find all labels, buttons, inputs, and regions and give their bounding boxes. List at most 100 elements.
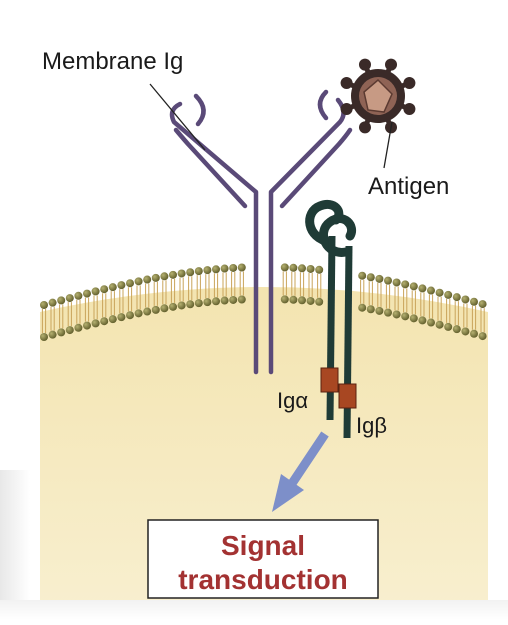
ig-beta-label: Igβ bbox=[356, 413, 387, 438]
lipid-head-inner bbox=[195, 299, 203, 307]
lipid-head-inner bbox=[418, 316, 426, 324]
lipid-head-inner bbox=[410, 314, 418, 322]
lipid-head-outer bbox=[57, 296, 65, 304]
lipid-head-inner bbox=[307, 297, 315, 305]
lipid-head-outer bbox=[410, 282, 418, 290]
lipid-head-inner bbox=[436, 321, 444, 329]
lipid-head-outer bbox=[358, 272, 366, 280]
lipid-head-inner bbox=[470, 330, 478, 338]
signal-label-line2: transduction bbox=[178, 564, 348, 595]
lipid-head-outer bbox=[178, 269, 186, 277]
ig-arm-cap-left bbox=[196, 96, 204, 124]
lipid-head-outer bbox=[117, 281, 125, 289]
lipid-head-outer bbox=[212, 265, 220, 273]
lipid-head-outer bbox=[401, 280, 409, 288]
lipid-head-outer bbox=[195, 267, 203, 275]
lipid-head-outer bbox=[203, 266, 211, 274]
lipid-head-outer bbox=[453, 293, 461, 301]
lipid-head-inner bbox=[83, 322, 91, 330]
lipid-head-outer bbox=[418, 284, 426, 292]
lipid-head-inner bbox=[453, 325, 461, 333]
lipid-head-outer bbox=[289, 264, 297, 272]
lipid-head-outer bbox=[152, 274, 160, 282]
lipid-head-inner bbox=[49, 331, 57, 339]
lipid-head-outer bbox=[470, 298, 478, 306]
ig-beta-chain bbox=[347, 246, 349, 438]
lipid-head-inner bbox=[135, 309, 143, 317]
lipid-head-inner bbox=[143, 308, 151, 316]
lipid-head-inner bbox=[126, 311, 134, 319]
lipid-head-outer bbox=[427, 287, 435, 295]
lipid-head-outer bbox=[92, 287, 100, 295]
lipid-head-outer bbox=[74, 292, 82, 300]
ig-arm-cap-right bbox=[320, 92, 326, 118]
ig-beta-itam bbox=[339, 384, 356, 408]
lipid-head-inner bbox=[74, 324, 82, 332]
lipid-head-outer bbox=[444, 291, 452, 299]
lipid-head-inner bbox=[229, 296, 237, 304]
lipid-head-inner bbox=[479, 332, 487, 340]
lipid-head-inner bbox=[298, 296, 306, 304]
lipid-head-outer bbox=[83, 290, 91, 298]
lipid-head-outer bbox=[109, 283, 117, 291]
lipid-head-inner bbox=[221, 297, 229, 305]
lipid-head-outer bbox=[479, 300, 487, 308]
lipid-head-outer bbox=[307, 265, 315, 273]
lipid-head-outer bbox=[436, 289, 444, 297]
lipid-head-inner bbox=[367, 305, 375, 313]
lipid-head-outer bbox=[367, 273, 375, 281]
lipid-head-outer bbox=[135, 277, 143, 285]
lipid-head-inner bbox=[461, 327, 469, 335]
lipid-head-inner bbox=[281, 295, 289, 303]
lipid-head-inner bbox=[393, 310, 401, 318]
signal-label-line1: Signal bbox=[221, 530, 305, 561]
scan-shadow-left bbox=[0, 470, 30, 610]
lipid-head-outer bbox=[126, 279, 134, 287]
lipid-head-inner bbox=[358, 304, 366, 312]
lipid-head-inner bbox=[315, 298, 323, 306]
lipid-head-inner bbox=[289, 296, 297, 304]
lipid-head-inner bbox=[238, 296, 246, 304]
lipid-head-inner bbox=[384, 309, 392, 317]
lipid-head-inner bbox=[203, 298, 211, 306]
ig-light-chain-left bbox=[176, 130, 245, 206]
lipid-head-outer bbox=[375, 275, 383, 283]
lipid-head-outer bbox=[393, 278, 401, 286]
lipid-head-outer bbox=[238, 264, 246, 272]
lipid-head-outer bbox=[143, 276, 151, 284]
lipid-head-inner bbox=[427, 319, 435, 327]
lipid-head-inner bbox=[186, 300, 194, 308]
lipid-head-inner bbox=[57, 328, 65, 336]
lipid-head-outer bbox=[461, 295, 469, 303]
lipid-head-outer bbox=[160, 272, 168, 280]
lipid-head-outer bbox=[186, 268, 194, 276]
lipid-head-inner bbox=[401, 312, 409, 320]
antigen-particle bbox=[341, 59, 416, 134]
lipid-head-inner bbox=[66, 326, 74, 334]
lipid-head-outer bbox=[281, 263, 289, 271]
lipid-head-outer bbox=[169, 271, 177, 279]
lipid-head-outer bbox=[384, 277, 392, 285]
antigen-label: Antigen bbox=[368, 173, 449, 200]
lipid-head-inner bbox=[169, 303, 177, 311]
lipid-head-inner bbox=[92, 319, 100, 327]
scan-shadow-bottom bbox=[0, 600, 508, 620]
lipid-head-inner bbox=[375, 307, 383, 315]
lipid-head-inner bbox=[178, 301, 186, 309]
lipid-head-outer bbox=[40, 301, 48, 309]
membrane-ig-label: Membrane Ig bbox=[42, 48, 183, 75]
lipid-head-inner bbox=[212, 297, 220, 305]
lipid-head-inner bbox=[109, 315, 117, 323]
lipid-head-outer bbox=[229, 264, 237, 272]
lipid-head-outer bbox=[66, 294, 74, 302]
lipid-head-inner bbox=[117, 313, 125, 321]
lipid-head-inner bbox=[40, 333, 48, 341]
lipid-head-outer bbox=[315, 266, 323, 274]
lipid-head-inner bbox=[444, 323, 452, 331]
lipid-head-inner bbox=[152, 306, 160, 314]
lipid-head-outer bbox=[49, 299, 57, 307]
lipid-head-inner bbox=[100, 317, 108, 325]
lipid-head-outer bbox=[100, 285, 108, 293]
